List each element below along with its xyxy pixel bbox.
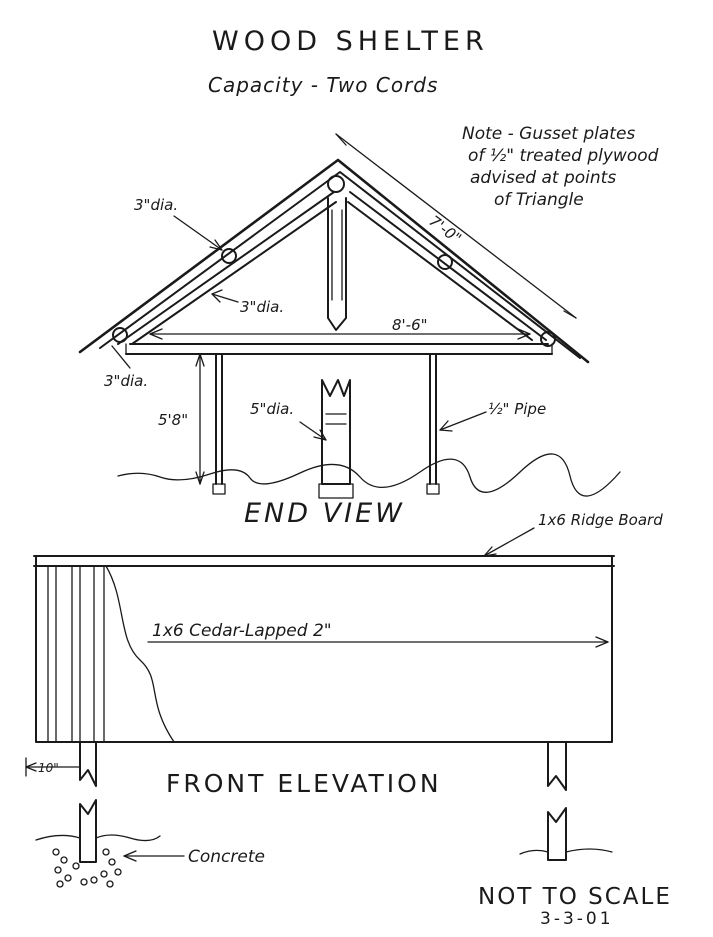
wall-outline: [35, 555, 613, 743]
rafter-dia-label: 3"dia.: [134, 196, 178, 214]
leader-center-post-head: [313, 429, 327, 441]
front-elevation-title: FRONT ELEVATION: [166, 769, 442, 798]
overhang-arrow: [25, 762, 37, 772]
right-eave-pole-end: [540, 331, 556, 347]
scale-note: NOT TO SCALE: [478, 884, 672, 910]
front-right-post-top: [547, 741, 567, 791]
concrete-leader-head: [123, 850, 137, 862]
center-post-footing: [318, 483, 354, 499]
siding-leader-head: [595, 636, 609, 648]
leader-brace-dia-head: [211, 289, 223, 303]
left-brace-top: [117, 191, 335, 345]
king-post-grain: [331, 209, 343, 301]
front-left-post-bottom: [79, 799, 97, 863]
rafter-dimension-line: [335, 133, 577, 319]
note-line-4: of Triangle: [494, 190, 584, 210]
rafter-dimension-arrows: [335, 133, 577, 319]
left-brace-bottom: [131, 201, 337, 345]
front-left-post-top: [79, 741, 97, 787]
leader-center-post: [299, 421, 327, 441]
left-post: [215, 353, 223, 485]
right-purlin-end: [437, 254, 453, 270]
front-right-post-bottom: [547, 807, 567, 861]
end-trim-lines: [47, 565, 105, 743]
brace-dia-label: 3"dia.: [240, 298, 284, 316]
overhang-label: 10": [38, 761, 59, 775]
right-brace-top: [349, 191, 547, 341]
front-elevation: 1x6 Cedar-Lapped 2" 1x6 Ridge Board 10": [25, 511, 663, 888]
note-line-2: of ½" treated plywood: [468, 146, 659, 166]
outer-rafter-top-edge: [78, 158, 590, 364]
tie-beam-ends: [125, 343, 553, 355]
center-post-break: [325, 413, 347, 425]
king-post: [327, 197, 347, 331]
drawing-date: 3-3-01: [540, 909, 614, 929]
right-brace-bottom: [347, 201, 533, 341]
left-purlin-end: [221, 248, 237, 264]
siding-break-line: [105, 565, 175, 743]
ridge-board-leader: [483, 527, 535, 557]
end-view-title: END VIEW: [244, 498, 405, 529]
gusset-note: Note - Gusset plates of ½" treated plywo…: [462, 124, 659, 210]
ridge-board: [33, 555, 615, 567]
note-line-3: advised at points: [470, 168, 616, 188]
ground-line-right: [519, 848, 613, 855]
center-post: [321, 379, 351, 485]
ridge-board-leader-head: [483, 546, 497, 557]
span-arrowheads: [149, 328, 531, 340]
concrete-label: Concrete: [188, 847, 265, 867]
leader-pipe-head: [439, 420, 453, 432]
drawing-subtitle: Capacity - Two Cords: [208, 73, 438, 97]
outer-rafter-bottom-edge: [99, 171, 581, 359]
leader-brace-dia: [211, 293, 239, 303]
leader-rafter-dia: [173, 215, 223, 251]
left-eave-pole-end: [112, 327, 128, 343]
post-footings: [212, 483, 440, 495]
leader-beam-dia: [111, 345, 131, 369]
note-line-1: Note - Gusset plates: [462, 124, 635, 144]
post-height: 5'8": [158, 411, 188, 429]
span-dimension: 8'-6": [392, 316, 428, 334]
leader-pipe: [439, 411, 487, 431]
concrete-footing: [52, 848, 122, 888]
beam-dia-label: 3"dia.: [104, 372, 148, 390]
drawing-title: WOOD SHELTER: [212, 26, 489, 57]
ridge-board-label: 1x6 Ridge Board: [538, 511, 663, 529]
ridge-pole-end: [327, 175, 345, 193]
post-height-arrows: [195, 353, 205, 485]
center-post-label: 5"dia.: [250, 400, 294, 418]
siding-label: 1x6 Cedar-Lapped 2": [152, 621, 332, 641]
leader-rafter-dia-head: [209, 239, 223, 251]
ground-line-end-view: [117, 453, 621, 497]
ground-line-left: [35, 834, 161, 842]
pipe-label: ½" Pipe: [488, 400, 546, 418]
